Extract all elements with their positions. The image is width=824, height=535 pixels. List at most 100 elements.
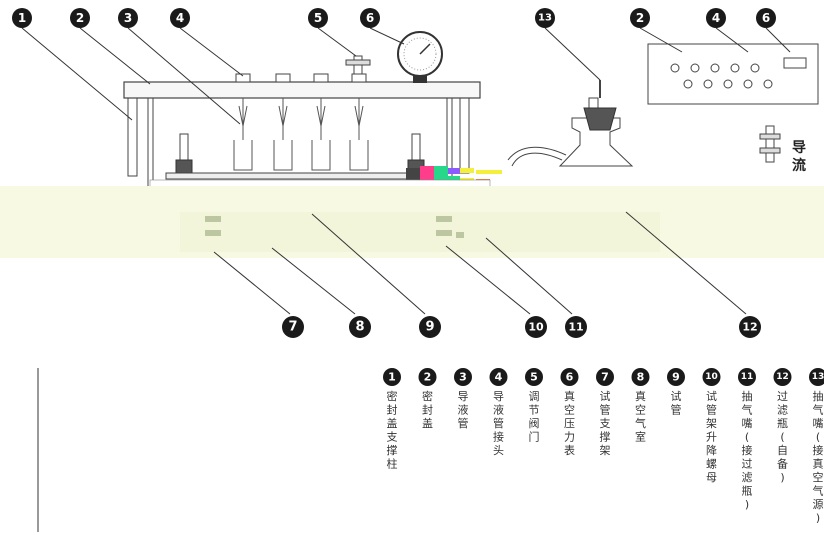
legend-badge (631, 368, 650, 386)
leader-lines-bottom (213, 211, 747, 315)
test-tubes (233, 140, 369, 171)
legend-badge (667, 368, 685, 386)
legend-label: 密封盖 (422, 389, 433, 430)
legend-label: 抽气嘴(接真空气源) (813, 389, 824, 525)
legend-item: 9 试管 (667, 368, 685, 417)
legend-item: 4 导液管接头 (489, 368, 508, 457)
legend-number: 1 (388, 371, 396, 384)
badge-7: 7 (282, 316, 304, 338)
connector-top (351, 73, 367, 83)
legend-item: 13 抽气嘴(接真空气源) (809, 368, 824, 525)
legend-item: 11 抽气嘴(接过滤瓶) (738, 368, 756, 511)
svg-text:2: 2 (76, 11, 84, 25)
legend-badge (489, 368, 508, 386)
badge-1: 1 (12, 8, 32, 28)
badge-2: 2 (70, 8, 90, 28)
badge-9: 9 (419, 316, 441, 338)
legend-number: 6 (566, 371, 574, 384)
connector-top (235, 73, 251, 83)
svg-text:4: 4 (176, 11, 184, 25)
badge-11: 11 (565, 316, 587, 338)
legend-number: 9 (672, 371, 680, 384)
legend-badge (560, 368, 579, 386)
svg-text:5: 5 (314, 11, 322, 25)
legend-number: 7 (601, 371, 609, 384)
side-text-liu: 流 (792, 157, 806, 174)
legend-badge (702, 368, 721, 386)
svg-text:3: 3 (124, 11, 132, 25)
legend-label: 试管 (671, 390, 682, 417)
legend-label: 导液管接头 (493, 390, 504, 457)
badge-13: 13 (535, 8, 555, 28)
legend-number: 12 (776, 372, 789, 382)
svg-text:12: 12 (742, 321, 757, 334)
rack-bolt-right (411, 133, 421, 163)
legend-number: 4 (495, 371, 503, 384)
legend-badge (383, 368, 401, 386)
connector-top (275, 73, 291, 83)
washed-overlay-mid (180, 212, 660, 252)
control-panel (647, 43, 819, 105)
inner-rod-left (147, 97, 154, 194)
legend-item: 6 真空压力表 (560, 368, 579, 457)
legend-label: 试管支撑架 (600, 390, 611, 457)
display-window (783, 57, 807, 69)
legend-label: 试管架升降螺母 (706, 390, 717, 484)
legend-number: 3 (459, 371, 467, 384)
legend-item: 12 过滤瓶(自备) (773, 368, 792, 484)
legend-number: 10 (705, 372, 718, 382)
badge-4: 4 (170, 8, 190, 28)
legend-number: 11 (741, 372, 754, 382)
vacuum-gauge (397, 31, 443, 83)
badge-8: 8 (349, 316, 371, 338)
legend-label: 真空气室 (635, 389, 646, 444)
legend-item: 7 试管支撑架 (596, 368, 614, 457)
legend-label: 调节阀门 (529, 390, 540, 444)
badge-3: 3 (118, 8, 138, 28)
legend-item: 3 导液管 (454, 368, 472, 430)
badge-4-panel: 4 (706, 8, 726, 28)
legend-label: 过滤瓶(自备) (777, 390, 788, 484)
legend-badge (596, 368, 614, 386)
legend-number: 13 (812, 372, 824, 382)
legend-badge (418, 368, 437, 386)
badge-10: 10 (525, 316, 547, 338)
legend-label: 导液管 (458, 390, 469, 430)
svg-text:13: 13 (538, 13, 552, 24)
support-column-left (127, 97, 138, 177)
rack-bolt-left (179, 133, 189, 163)
legend-badge (738, 368, 756, 386)
legend-label: 真空压力表 (564, 389, 575, 457)
legend-item: 2 密封盖 (418, 368, 437, 430)
filter-flask (507, 80, 634, 167)
badge-2-panel: 2 (630, 8, 650, 28)
svg-text:6: 6 (762, 11, 770, 25)
svg-text:2: 2 (636, 11, 644, 25)
regulating-valve (345, 55, 371, 75)
faint-marks (205, 216, 464, 238)
svg-text:6: 6 (366, 11, 374, 25)
legend-badge (525, 368, 543, 386)
legend-number: 2 (424, 371, 432, 384)
svg-text:1: 1 (18, 11, 26, 25)
legend-item: 10 试管架升降螺母 (702, 368, 721, 484)
legend-badge (809, 368, 824, 386)
delivery-tubes (238, 98, 364, 140)
badge-5: 5 (308, 8, 328, 28)
svg-text:4: 4 (712, 11, 720, 25)
test-tube-rack (165, 172, 429, 180)
legend-number: 8 (637, 371, 645, 384)
legend-badge (773, 368, 792, 386)
connector-top (313, 73, 329, 83)
svg-text:10: 10 (528, 321, 544, 334)
badge-12: 12 (739, 316, 761, 338)
legend: 1密封盖支撑柱2密封盖3导液管4导液管接头5调节阀门6真空压力表7试管支撑架8真… (383, 368, 824, 525)
badge-6-panel: 6 (756, 8, 776, 28)
rack-bolt-left-nut (175, 159, 193, 175)
svg-text:11: 11 (568, 321, 583, 334)
legend-label: 抽气嘴(接过滤瓶) (742, 389, 753, 511)
badge-6: 6 (360, 8, 380, 28)
svg-text:7: 7 (288, 320, 297, 335)
side-text-dao: 导 (792, 140, 806, 156)
